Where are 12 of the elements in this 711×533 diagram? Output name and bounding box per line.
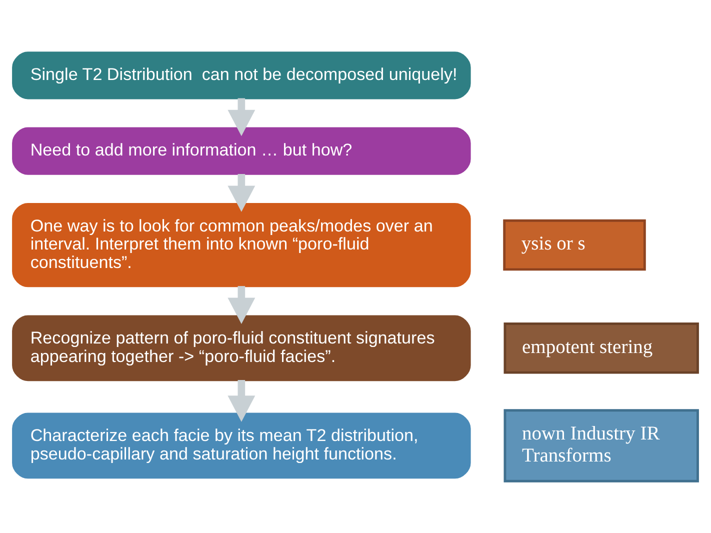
arrow <box>228 174 256 212</box>
arrow <box>228 98 256 136</box>
node-box: nown Industry IR Transforms <box>504 408 699 482</box>
node-box: empotent stering <box>504 322 699 374</box>
node-box: Single T2 Distribution can not be decomposed uniquely! <box>12 51 471 99</box>
node-box: Recognize pattern of poro-fluid constituent signatures appearing together -> “poro-fluid facies”. <box>12 314 471 381</box>
node-box: ysis or s <box>503 218 646 270</box>
node-box: Need to add more information … but how? <box>12 126 471 174</box>
arrow <box>228 380 256 422</box>
node-box: One way is to look for common peaks/modes over an interval. Interpret them into known “poro-fluid constituents”. <box>12 202 471 287</box>
node-box: Characterize each facie by its mean T2 distribution, pseudo-capillary and saturation height functions. <box>12 412 471 478</box>
arrow <box>228 286 256 324</box>
